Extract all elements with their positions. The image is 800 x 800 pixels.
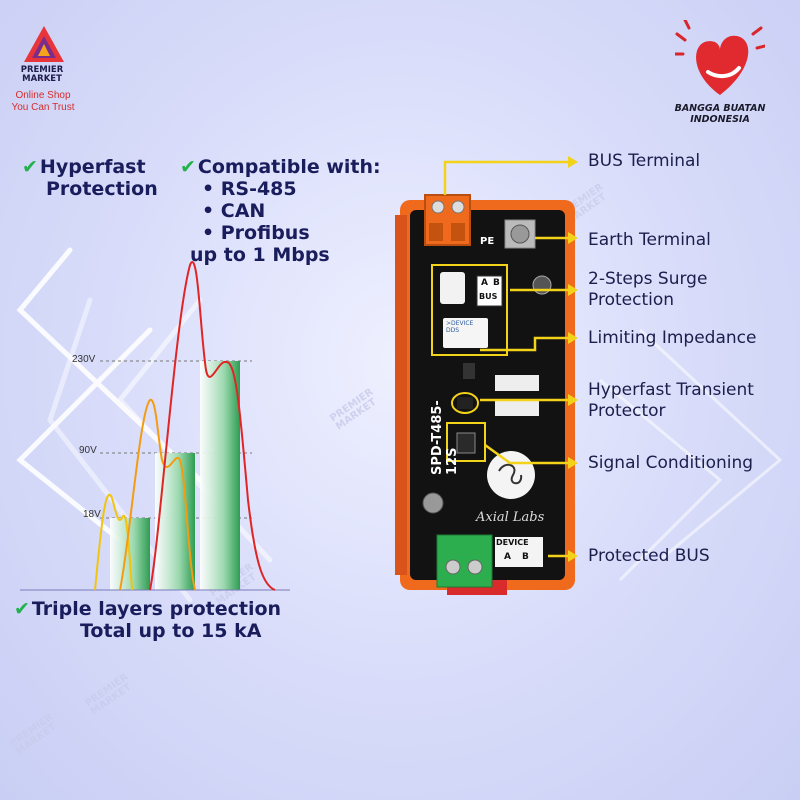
triple-layers-feature: ✔Triple layers protection Total up to 15… (14, 598, 282, 642)
bus-box-b: B (493, 278, 500, 288)
check-icon: ✔ (14, 598, 30, 620)
callout-bus-terminal: BUS Terminal (588, 151, 701, 171)
bus-box-a: A (481, 278, 488, 288)
device-box-b: B (522, 552, 529, 562)
callout-earth-terminal: Earth Terminal (588, 230, 711, 250)
compatible-feature: ✔Compatible with: • RS-485 • CAN • Profi… (180, 156, 381, 266)
device-box-label: DEVICE (496, 538, 529, 547)
surge-chart (20, 261, 290, 591)
device-maker-label: Axial Labs (476, 510, 545, 525)
callout-signal-conditioning: Signal Conditioning (588, 453, 754, 473)
tick-label-90v: 90V (79, 445, 97, 456)
device-box-a: A (504, 552, 511, 562)
check-icon: ✔ (22, 156, 38, 178)
chip-label: >DEVICE DDS (446, 320, 474, 334)
bar-230v (200, 361, 240, 590)
premier-market-logo-icon (24, 26, 64, 62)
spike-yellow (94, 494, 133, 591)
check-icon: ✔ (180, 156, 196, 178)
hyperfast-feature: ✔Hyperfast Protection (22, 156, 158, 200)
bus-box-label: BUS (479, 292, 498, 301)
tick-label-230v: 230V (72, 354, 96, 365)
spike-red (149, 261, 276, 591)
surge-protector-device (395, 194, 575, 595)
spike-orange (119, 398, 196, 591)
callout-limiting-impedance: Limiting Impedance (588, 328, 757, 348)
callout-protected-bus: Protected BUS (588, 546, 710, 566)
tick-label-18v: 18V (83, 509, 101, 520)
bar-90v (155, 453, 195, 590)
pe-label: PE (480, 236, 495, 247)
heart-badge-icon (675, 20, 765, 95)
